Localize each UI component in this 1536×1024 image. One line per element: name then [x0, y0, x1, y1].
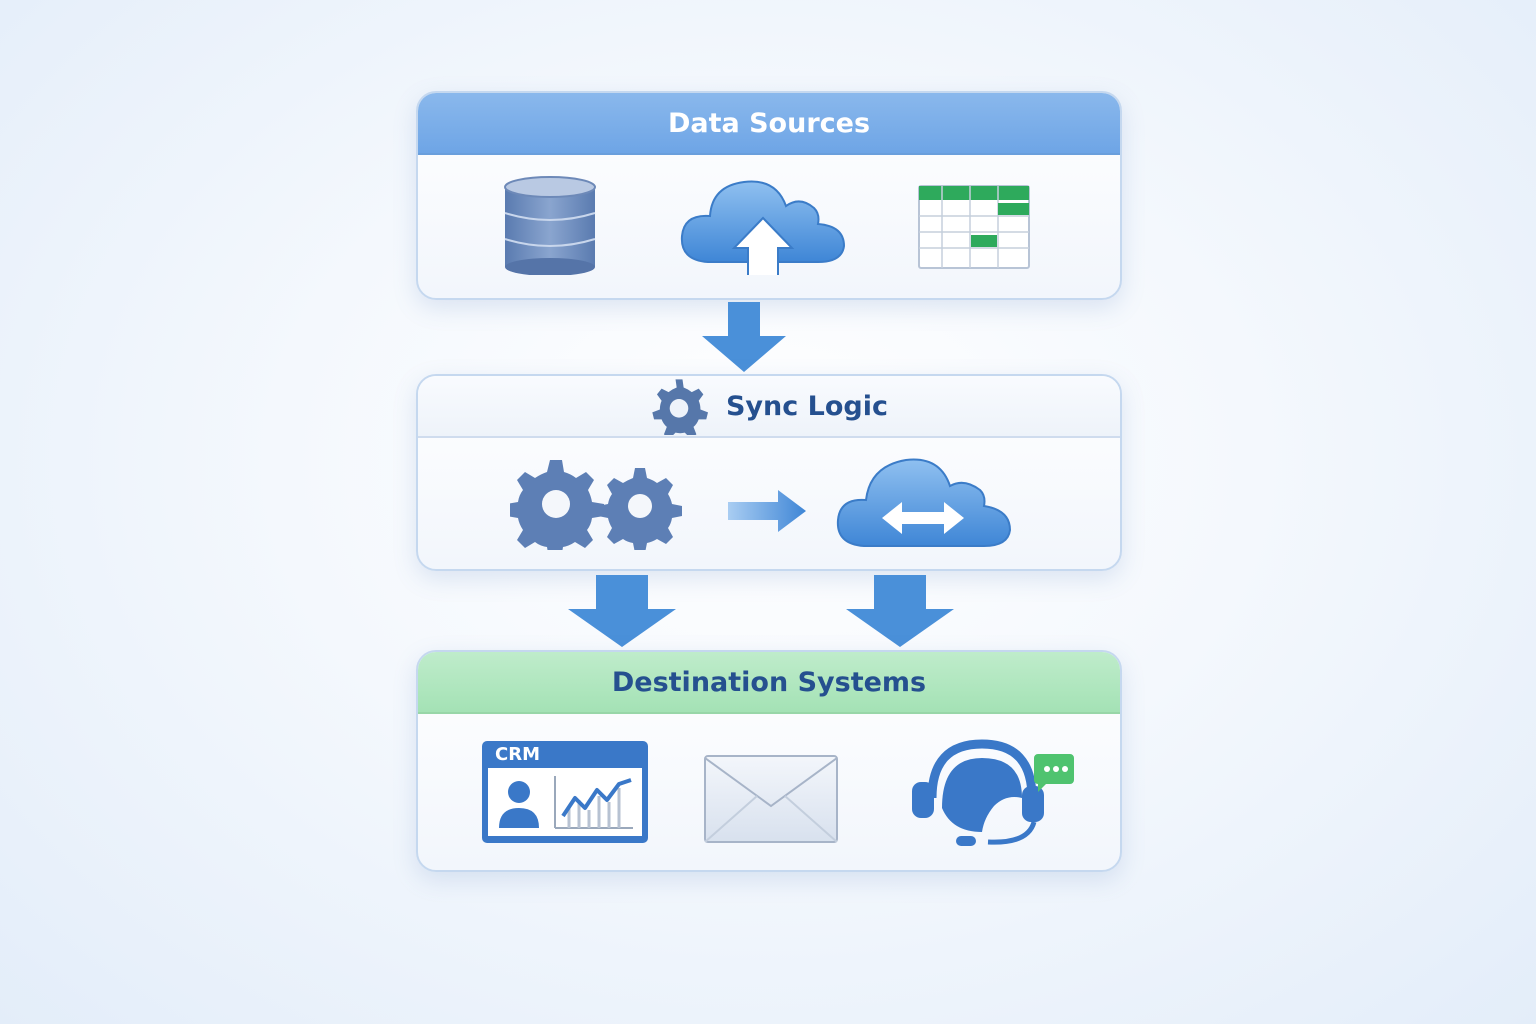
data-sources-panel: Data Sources	[416, 91, 1122, 300]
cloud-upload-icon	[680, 180, 846, 275]
destination-systems-panel: Destination Systems CRM	[416, 650, 1122, 872]
database-icon	[504, 176, 596, 275]
arrow-right-icon	[728, 490, 806, 532]
gears-icon	[510, 460, 682, 550]
sync-logic-title: Sync Logic	[725, 390, 888, 422]
email-icon	[704, 755, 838, 843]
gear-icon	[652, 379, 708, 435]
destination-systems-title: Destination Systems	[418, 652, 1120, 714]
flow-arrow-down	[702, 302, 786, 372]
flow-arrow-down-right	[846, 575, 954, 647]
sync-logic-panel: Sync Logic	[416, 374, 1122, 571]
crm-label: CRM	[495, 744, 540, 765]
data-sources-title: Data Sources	[418, 93, 1120, 155]
support-headset-icon	[912, 739, 1074, 846]
crm-dashboard-icon: CRM	[481, 740, 649, 844]
sync-logic-header: Sync Logic	[418, 376, 1120, 438]
spreadsheet-icon	[918, 185, 1030, 269]
flow-arrow-down-left	[568, 575, 676, 647]
cloud-sync-icon	[836, 458, 1012, 547]
